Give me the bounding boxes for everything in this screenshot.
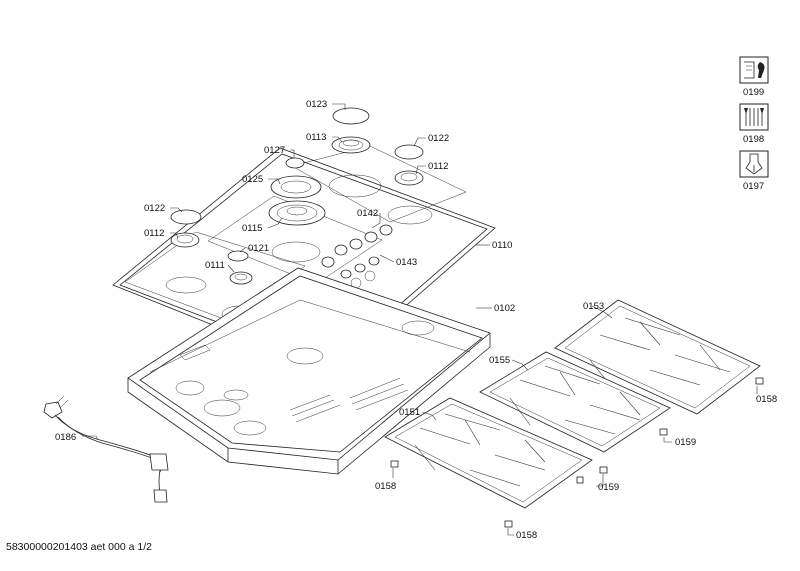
label-0125: 0125 [242, 174, 263, 185]
label-0158-bottom: 0158 [516, 530, 537, 541]
label-0122-right: 0122 [428, 133, 449, 144]
label-0158-right: 0158 [756, 394, 777, 405]
label-0151: 0151 [399, 407, 420, 418]
burner-ring-0125 [270, 175, 322, 199]
rubber-feet [390, 377, 764, 528]
label-0197: 0197 [743, 181, 764, 192]
label-0112-right: 0112 [428, 161, 448, 172]
manual-wrench-icon [739, 56, 769, 84]
document-id: 58300000201403 aet 000 a 1/2 [6, 541, 152, 553]
lubricant-icon [739, 150, 769, 178]
pan-support-0151 [384, 397, 593, 509]
burner-cap-0127 [285, 157, 305, 169]
power-cord [43, 395, 169, 503]
label-0199: 0199 [743, 87, 764, 98]
label-0159-right: 0159 [675, 437, 696, 448]
burner-ring-0113 [331, 136, 371, 154]
label-0102: 0102 [494, 303, 515, 314]
leader-lines [82, 103, 758, 536]
label-0122-left: 0122 [144, 203, 165, 214]
label-0123: 0123 [306, 99, 327, 110]
label-0115: 0115 [242, 223, 262, 234]
label-0112-left: 0112 [144, 228, 164, 239]
tools-icon [739, 103, 769, 131]
label-0110: 0110 [492, 240, 512, 251]
label-0121: 0121 [248, 243, 269, 254]
label-0153: 0153 [583, 301, 604, 312]
label-0158-left: 0158 [375, 481, 396, 492]
label-0143: 0143 [396, 257, 417, 268]
label-0111: 0111 [205, 260, 225, 271]
hob-base-tray [127, 267, 491, 475]
burner-ring-0112-left [170, 232, 200, 248]
burner-0115 [268, 200, 326, 226]
label-0142: 0142 [357, 208, 378, 219]
burner-ring-0111 [229, 271, 253, 285]
pan-support-0155 [479, 351, 671, 453]
label-0113: 0113 [306, 132, 326, 143]
pan-support-0153 [554, 299, 761, 415]
label-0127: 0127 [264, 145, 285, 156]
part-labels: 0123 0113 0122 0127 0112 0125 0122 0142 … [55, 87, 777, 541]
label-0198: 0198 [743, 134, 764, 145]
burner-cap-0121 [227, 250, 249, 262]
burner-cap-0123 [332, 107, 370, 125]
burner-cap-0122-right [394, 144, 424, 160]
burner-cap-0122-left [170, 209, 202, 225]
burner-ring-0112-right [394, 170, 424, 186]
label-0155: 0155 [489, 355, 510, 366]
control-knobs [321, 224, 393, 279]
label-0159-left: 0159 [598, 482, 619, 493]
label-0186: 0186 [55, 432, 76, 443]
